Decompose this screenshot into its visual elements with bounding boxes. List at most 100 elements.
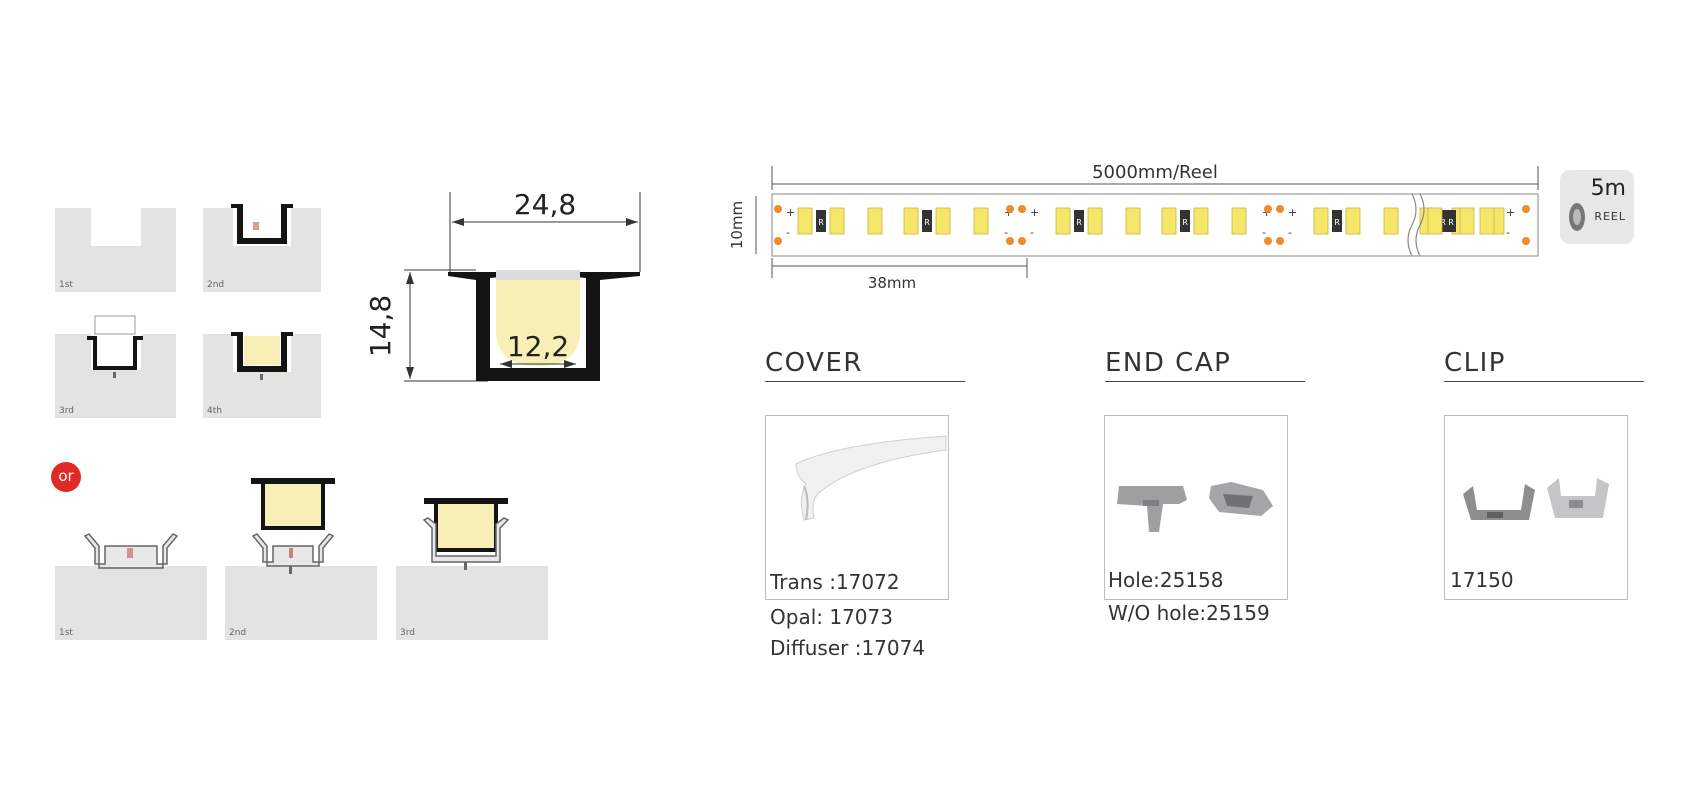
resistor-mark: R (1076, 218, 1082, 227)
reel-label: REEL (1594, 210, 1626, 223)
led-chip (973, 207, 989, 235)
reel-badge: 5m REEL (1560, 170, 1634, 244)
reel-icon (1569, 203, 1585, 231)
cut-length-label: 38mm (868, 274, 916, 292)
resistor (1332, 210, 1342, 232)
profile-lit-icon (231, 332, 293, 380)
led-chip (903, 207, 919, 235)
cover-image-box (765, 415, 949, 600)
groove-cutout (91, 208, 141, 246)
end-cap-underline (1105, 381, 1305, 382)
step-label: 4th (207, 406, 222, 416)
resistor-mark: R (818, 218, 824, 227)
clip-underline (1444, 381, 1644, 382)
led-chip (1313, 207, 1329, 235)
step-label: 2nd (207, 280, 225, 290)
solder-pad (1006, 237, 1014, 245)
resistor-mark: R (924, 218, 930, 227)
step-panel-1: 1st (55, 208, 176, 292)
plus-sign: + (1030, 206, 1039, 219)
cover-opal-code: Opal: 17073 (770, 605, 893, 629)
clip-icon (1463, 478, 1609, 520)
led-chip (797, 207, 813, 235)
step-panel-3: 3rd (55, 315, 176, 418)
solder-pad (1018, 237, 1026, 245)
led-chip (1427, 207, 1443, 235)
led-chip (1479, 207, 1495, 235)
solder-pad (1006, 205, 1014, 213)
cover-strip-icon (795, 435, 947, 521)
resistor (1438, 210, 1448, 232)
plus-sign: + (1506, 206, 1515, 219)
plus-sign: + (1288, 206, 1297, 219)
alt-step-panel-2: 2nd (225, 478, 377, 640)
minus-sign: - (1506, 226, 1510, 239)
step-panel-4: 4th (203, 332, 321, 418)
led-chip (1087, 207, 1103, 235)
minus-sign: - (1288, 226, 1292, 239)
resistor (1074, 210, 1084, 232)
inner-dimension: 12,2 (507, 330, 569, 363)
end-cap-icon (1117, 482, 1273, 532)
led-chip (1459, 207, 1475, 235)
resistor-mark: R (1448, 218, 1454, 227)
height-dimension: 14,8 (364, 295, 397, 357)
solder-pad (1018, 205, 1026, 213)
step-label: 3rd (400, 628, 415, 638)
led-chip (829, 207, 845, 235)
end-cap-title: END CAP (1105, 348, 1232, 378)
strip-width-label: 10mm (728, 201, 746, 249)
resistor (1446, 210, 1456, 232)
minus-sign: - (1262, 226, 1266, 239)
profile-and-clip-icon (251, 478, 335, 574)
led-chip (1125, 207, 1141, 235)
end-cap-image-box (1104, 415, 1288, 600)
cover-title: COVER (765, 348, 863, 378)
clip-image-box (1444, 415, 1628, 600)
clip-mounted-icon (83, 533, 179, 569)
solder-pad (1264, 205, 1272, 213)
cover-trans-code: Trans :17072 (770, 570, 900, 594)
led-chip (935, 207, 951, 235)
end-cap-hole-code: Hole:25158 (1108, 568, 1224, 592)
resistor-mark: R (1440, 218, 1446, 227)
reel-length: 5m (1590, 176, 1626, 201)
minus-sign: - (1030, 226, 1034, 239)
step-label: 2nd (229, 628, 247, 638)
led-chip (867, 207, 883, 235)
led-chip (1231, 207, 1247, 235)
profile-with-strip-icon (87, 315, 143, 378)
alt-step-panel-3: 3rd (396, 498, 548, 640)
solder-pad (1522, 205, 1530, 213)
led-chip (1345, 207, 1361, 235)
profile-clipped-icon (422, 498, 510, 570)
clip-code: 17150 (1450, 568, 1514, 592)
or-badge: or (51, 462, 81, 492)
cover-underline (765, 381, 965, 382)
resistor (816, 210, 826, 232)
clip-title: CLIP (1444, 348, 1506, 378)
resistor-mark: R (1182, 218, 1188, 227)
profile-cross-section: 24,8 14,8 12,2 (364, 188, 641, 382)
led-chip (1055, 207, 1071, 235)
step-panel-2: 2nd (203, 198, 321, 292)
solder-pad (1276, 205, 1284, 213)
minus-sign: - (786, 226, 790, 239)
alt-step-panel-1: 1st (55, 533, 207, 640)
resistor-mark: R (1334, 218, 1340, 227)
solder-pad (1264, 237, 1272, 245)
end-cap-no-hole-code: W/O hole:25159 (1108, 601, 1270, 625)
led-chip (1383, 207, 1399, 235)
solder-pad (774, 237, 782, 245)
width-dimension: 24,8 (514, 188, 576, 221)
step-label: 1st (59, 280, 73, 290)
strip-length-label: 5000mm/Reel (1092, 162, 1218, 183)
profile-inserted-icon (231, 198, 293, 246)
solder-pad (774, 205, 782, 213)
step-label: 1st (59, 628, 73, 638)
resistor (1180, 210, 1190, 232)
solder-pad (1276, 237, 1284, 245)
solder-pad (1522, 237, 1530, 245)
